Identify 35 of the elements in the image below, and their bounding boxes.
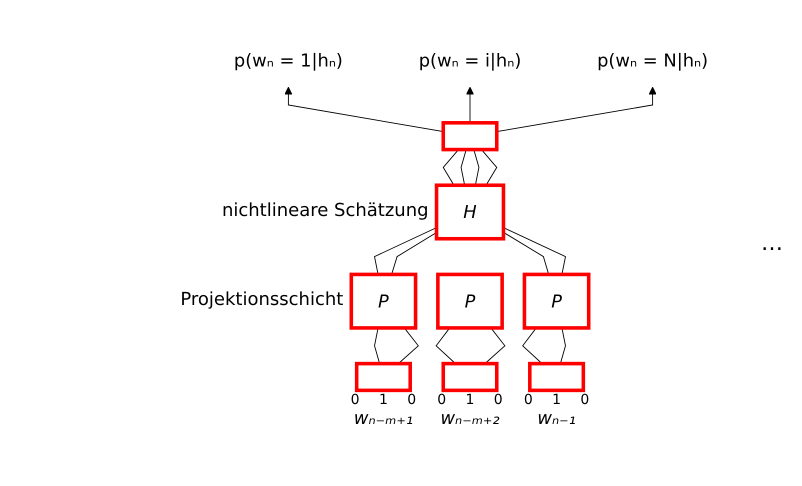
node-text: p(wₙ = N|hₙ) [597,50,708,72]
word-variable: wₙ₋ₘ₊₁ [354,408,414,430]
connector [460,149,467,186]
connector [473,149,480,186]
layer-label: Projektionsschicht [180,289,344,310]
node-box [528,362,586,392]
connector [503,227,566,275]
arrow [466,86,474,124]
node-box: P [436,272,504,330]
node-box: P [350,272,418,330]
node-text: p(wₙ = i|hₙ) [418,50,522,72]
bit-value: 0 [524,392,533,408]
node-box: H [434,183,506,241]
bit-value: 0 [437,392,446,408]
node-box [354,362,412,392]
bit-value: 0 [494,392,503,408]
node-box [441,362,499,392]
connector [503,232,550,275]
bit-value: 0 [350,392,360,408]
bit-value: 1 [552,392,562,408]
node-box: P [522,272,590,330]
connector [374,227,437,275]
layer-label: nichtlineare Schätzung [222,200,429,221]
node-text: p(wₙ = 1|hₙ) [234,50,343,72]
word-variable: wₙ₋₁ [537,408,576,430]
bit-value: 1 [378,392,388,408]
bit-value: 1 [466,392,474,408]
connector [391,232,437,275]
bit-value: 0 [407,392,416,408]
connector [560,328,566,364]
word-variable: wₙ₋ₘ₊₂ [440,408,500,430]
ellipsis-label: … [760,230,784,256]
bit-value: 0 [580,392,590,408]
connector [374,328,380,364]
node-box [441,121,499,152]
